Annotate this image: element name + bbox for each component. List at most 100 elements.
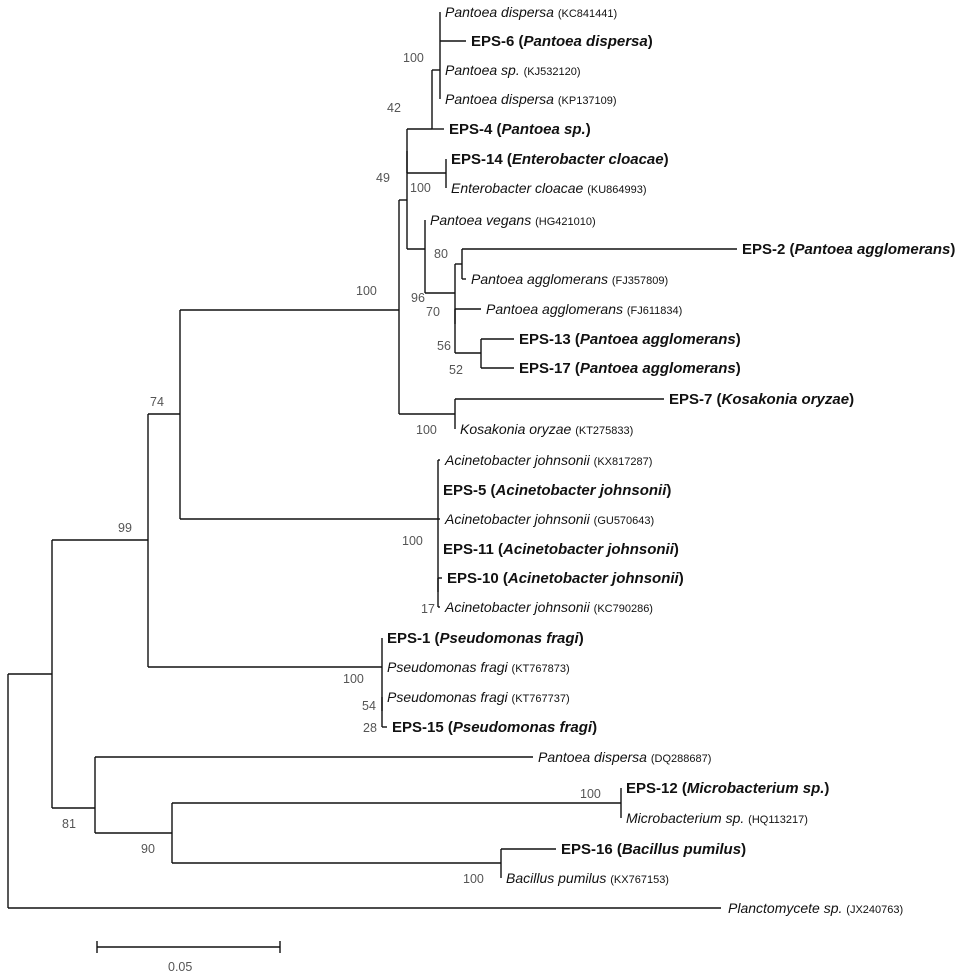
- bootstrap-value-s_100_pd: 100: [403, 51, 424, 65]
- species-name: Microbacterium sp.: [626, 810, 748, 826]
- species-name: Pseudomonas fragi: [453, 719, 593, 736]
- taxon-label-t22: EPS-1 (Pseudomonas fragi): [387, 630, 584, 647]
- strain-id: EPS-13 (: [519, 331, 580, 348]
- accession-number: (KU864993): [587, 184, 646, 196]
- bootstrap-value-s_54: 54: [362, 699, 376, 713]
- taxon-label-t31: Planctomycete sp. (JX240763): [728, 900, 903, 916]
- scale-bar-label: 0.05: [168, 960, 192, 974]
- species-name: Acinetobacter johnsonii: [444, 599, 594, 615]
- tree-branches: [7, 12, 737, 909]
- accession-number: (KC841441): [558, 8, 617, 20]
- strain-id: EPS-12 (: [626, 780, 687, 797]
- species-name: Kosakonia oryzae: [460, 421, 575, 437]
- strain-id: EPS-16 (: [561, 841, 622, 858]
- taxon-label-t9: EPS-2 (Pantoea agglomerans): [742, 241, 955, 258]
- accession-number: (HQ113217): [748, 814, 808, 826]
- species-name: Pantoea sp.: [445, 62, 524, 78]
- bootstrap-value-s_96: 96: [411, 291, 425, 305]
- species-name: Pantoea agglomerans: [580, 331, 736, 348]
- strain-id: EPS-1 (: [387, 630, 440, 647]
- bootstrap-value-s_100_ent: 100: [356, 284, 377, 298]
- taxon-label-t3: Pantoea sp. (KJ532120): [445, 62, 581, 78]
- taxon-label-t19: EPS-11 (Acinetobacter johnsonii): [443, 541, 679, 558]
- strain-id: EPS-14 (: [451, 151, 512, 168]
- species-name: Kosakonia oryzae: [722, 391, 850, 408]
- taxon-label-t7: Enterobacter cloacae (KU864993): [451, 180, 647, 196]
- taxon-label-t1: Pantoea dispersa (KC841441): [445, 4, 617, 20]
- taxon-label-t18: Acinetobacter johnsonii (GU570643): [444, 511, 654, 527]
- bootstrap-value-s_100_bp: 100: [463, 872, 484, 886]
- species-name: Pseudomonas fragi: [387, 659, 512, 675]
- taxon-label-t27: EPS-12 (Microbacterium sp.): [626, 780, 829, 797]
- strain-id: EPS-5 (: [443, 482, 496, 499]
- bootstrap-value-s_56: 56: [437, 339, 451, 353]
- species-name: Enterobacter cloacae: [512, 151, 664, 168]
- species-name: Planctomycete sp.: [728, 900, 846, 916]
- species-name: Enterobacter cloacae: [451, 180, 587, 196]
- taxon-label-t16: Acinetobacter johnsonii (KX817287): [444, 452, 652, 468]
- species-name: Acinetobacter johnsonii: [444, 511, 594, 527]
- accession-number: (KP137109): [558, 95, 617, 107]
- bootstrap-value-s_42: 42: [387, 101, 401, 115]
- strain-id: EPS-10 (: [447, 570, 508, 587]
- accession-number: (KX817287): [594, 456, 653, 468]
- species-name: Pantoea agglomerans: [795, 241, 951, 258]
- accession-number: (KC790286): [594, 603, 653, 615]
- strain-id: EPS-2 (: [742, 241, 795, 258]
- species-name: Bacillus pumilus: [622, 841, 741, 858]
- species-name: Pantoea sp.: [502, 121, 586, 138]
- accession-number: (KX767153): [610, 874, 669, 886]
- species-name: Pantoea agglomerans: [486, 301, 627, 317]
- species-name: Pseudomonas fragi: [387, 689, 512, 705]
- taxon-label-t29: EPS-16 (Bacillus pumilus): [561, 841, 746, 858]
- strain-id: EPS-11 (: [443, 541, 503, 558]
- species-name: Acinetobacter johnsonii: [444, 452, 594, 468]
- taxon-label-t10: Pantoea agglomerans (FJ357809): [471, 271, 668, 287]
- taxon-label-t23: Pseudomonas fragi (KT767873): [387, 659, 570, 675]
- accession-number: (KT275833): [575, 425, 633, 437]
- taxon-label-t15: Kosakonia oryzae (KT275833): [460, 421, 633, 437]
- taxon-label-t28: Microbacterium sp. (HQ113217): [626, 810, 808, 826]
- species-name: Pseudomonas fragi: [440, 630, 580, 647]
- taxon-label-t26: Pantoea dispersa (DQ288687): [538, 749, 711, 765]
- accession-number: (GU570643): [594, 515, 655, 527]
- bootstrap-value-s_100_ko: 100: [416, 423, 437, 437]
- species-name: Pantoea dispersa: [538, 749, 651, 765]
- taxon-label-t11: Pantoea agglomerans (FJ611834): [486, 301, 682, 317]
- bootstrap-value-s_100_aj: 100: [402, 534, 423, 548]
- species-name: Pantoea dispersa: [445, 91, 558, 107]
- accession-number: (FJ357809): [612, 275, 668, 287]
- taxon-labels: Pantoea dispersa (KC841441)EPS-6 (Pantoe…: [387, 4, 955, 916]
- species-name: Acinetobacter johnsonii: [495, 482, 668, 499]
- strain-id: EPS-6 (: [471, 33, 524, 50]
- bootstrap-value-s_99: 99: [118, 521, 132, 535]
- taxon-label-t2: EPS-6 (Pantoea dispersa): [471, 33, 653, 50]
- taxon-label-t25: EPS-15 (Pseudomonas fragi): [392, 719, 597, 736]
- species-name: Acinetobacter johnsonii: [502, 541, 675, 558]
- bootstrap-value-s_80: 80: [434, 247, 448, 261]
- bootstrap-values: 8199741004942100100968070565210010017100…: [62, 51, 601, 886]
- bootstrap-value-s_17: 17: [421, 602, 435, 616]
- bootstrap-value-s_70: 70: [426, 305, 440, 319]
- taxon-label-t21: Acinetobacter johnsonii (KC790286): [444, 599, 653, 615]
- strain-id: EPS-4 (: [449, 121, 502, 138]
- bootstrap-value-s_90: 90: [141, 842, 155, 856]
- species-name: Pantoea agglomerans: [580, 360, 736, 377]
- taxon-label-t5: EPS-4 (Pantoea sp.): [449, 121, 591, 138]
- taxon-label-t12: EPS-13 (Pantoea agglomerans): [519, 331, 741, 348]
- bootstrap-value-s_52: 52: [449, 363, 463, 377]
- taxon-label-t17: EPS-5 (Acinetobacter johnsonii): [443, 482, 671, 499]
- species-name: Pantoea agglomerans: [471, 271, 612, 287]
- taxon-label-t24: Pseudomonas fragi (KT767737): [387, 689, 570, 705]
- species-name: Pantoea vegans: [430, 212, 535, 228]
- bootstrap-value-s_74: 74: [150, 395, 164, 409]
- bootstrap-value-s_root_a: 81: [62, 817, 76, 831]
- accession-number: (JX240763): [846, 904, 903, 916]
- accession-number: (KJ532120): [524, 66, 581, 78]
- taxon-label-t13: EPS-17 (Pantoea agglomerans): [519, 360, 741, 377]
- accession-number: (KT767873): [512, 663, 570, 675]
- strain-id: EPS-7 (: [669, 391, 722, 408]
- species-name: Acinetobacter johnsonii: [507, 570, 680, 587]
- species-name: Pantoea dispersa: [524, 33, 648, 50]
